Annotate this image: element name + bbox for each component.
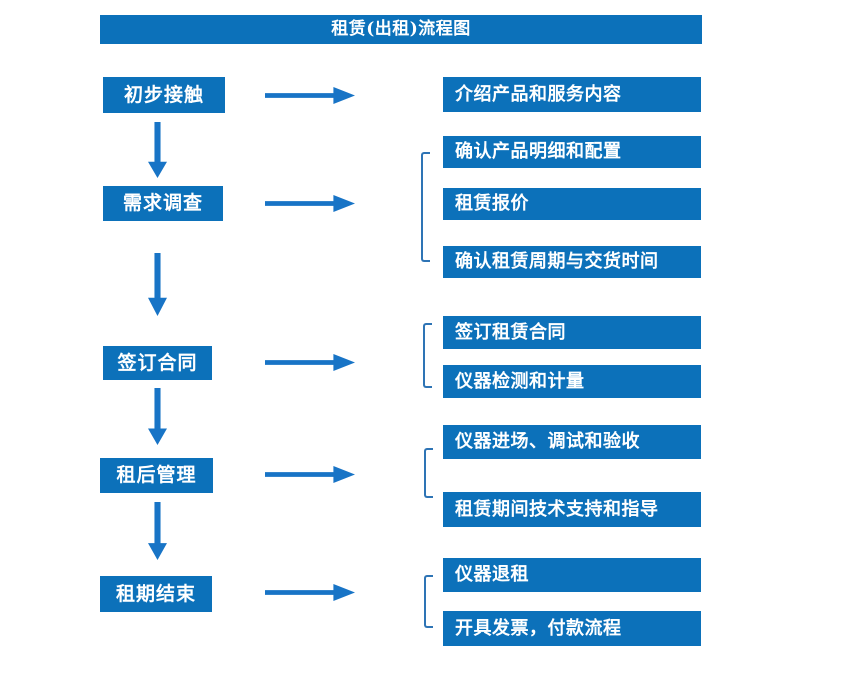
down-arrow-4	[148, 502, 167, 560]
output-box-technical-support: 租赁期间技术支持和指导	[443, 492, 701, 527]
step-box-rental-end: 租期结束	[100, 576, 212, 612]
group-bracket-post-rental	[424, 448, 433, 498]
down-arrow-1	[148, 122, 167, 178]
output-box-confirm-rental-period: 确认租赁周期与交货时间	[443, 246, 701, 278]
output-box-sign-rental-contract: 签订租赁合同	[443, 316, 701, 349]
output-box-confirm-product-details: 确认产品明细和配置	[443, 136, 701, 168]
output-box-invoice-payment: 开具发票，付款流程	[443, 611, 701, 646]
output-box-introduce-products: 介绍产品和服务内容	[443, 77, 701, 112]
output-box-instrument-setup: 仪器进场、调试和验收	[443, 425, 701, 459]
right-arrow-2	[265, 195, 355, 212]
output-box-instrument-return: 仪器退租	[443, 558, 701, 592]
group-bracket-rental-end	[424, 575, 433, 628]
group-bracket-demand-survey	[421, 152, 430, 262]
step-box-demand-survey: 需求调查	[103, 186, 223, 221]
right-arrow-1	[265, 87, 355, 104]
step-box-post-rental-management: 租后管理	[100, 458, 213, 493]
group-bracket-sign-contract	[423, 323, 432, 388]
right-arrow-3	[265, 354, 355, 371]
right-arrow-4	[265, 466, 355, 483]
down-arrow-3	[148, 388, 167, 445]
down-arrow-2	[148, 253, 167, 316]
output-box-rental-quote: 租赁报价	[443, 188, 701, 220]
output-box-instrument-inspection: 仪器检测和计量	[443, 365, 701, 398]
flowchart-title: 租赁(出租)流程图	[100, 15, 702, 44]
step-box-sign-contract: 签订合同	[103, 346, 212, 380]
right-arrow-5	[265, 584, 355, 601]
step-box-initial-contact: 初步接触	[103, 77, 225, 113]
